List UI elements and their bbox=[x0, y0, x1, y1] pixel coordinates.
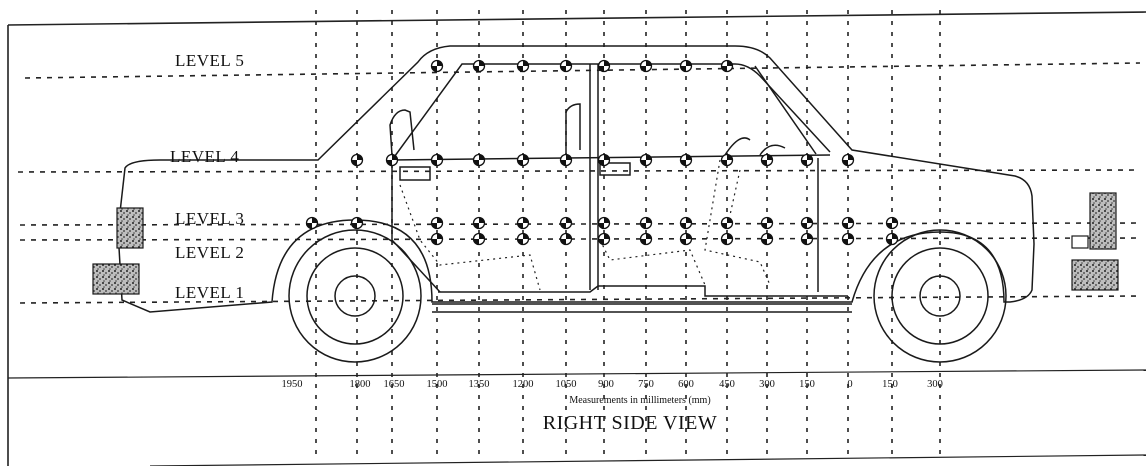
level-4-label: LEVEL 4 bbox=[170, 147, 239, 166]
sheet-border bbox=[7, 11, 1146, 467]
measurement-point-icon bbox=[800, 216, 814, 230]
tick-label: 600 bbox=[678, 379, 694, 390]
measurement-point-icon bbox=[720, 216, 734, 230]
tick-label: 0 bbox=[847, 379, 852, 390]
tick-label: 1050 bbox=[556, 379, 577, 390]
measurement-point-icon bbox=[679, 232, 693, 246]
measurement-point-icon bbox=[430, 232, 444, 246]
level-1-label: LEVEL 1 bbox=[175, 283, 244, 302]
measurement-point-icon bbox=[472, 232, 486, 246]
measurement-point-icon bbox=[472, 153, 486, 167]
guide-level-4 bbox=[17, 169, 1141, 173]
units-caption: Measurements in millimeters (mm) bbox=[569, 395, 710, 406]
vertical-guides bbox=[315, 10, 941, 460]
measurement-point-icon bbox=[639, 153, 653, 167]
sensor-box-icon bbox=[1071, 235, 1089, 249]
measurement-point-icon bbox=[720, 59, 734, 73]
tick-label: 1800 bbox=[350, 379, 371, 390]
level-3-label: LEVEL 3 bbox=[175, 209, 244, 228]
measurement-point-icon bbox=[720, 232, 734, 246]
front-wheel bbox=[873, 229, 1007, 363]
tick-label: 1200 bbox=[513, 379, 534, 390]
tick-label: 750 bbox=[638, 379, 654, 390]
tick-label: 900 bbox=[598, 379, 614, 390]
measurement-point-icon bbox=[800, 153, 814, 167]
tick-label: 150 bbox=[882, 379, 898, 390]
measurement-point-icon bbox=[559, 153, 573, 167]
measurement-point-icon bbox=[516, 232, 530, 246]
measurement-point-icon bbox=[385, 153, 399, 167]
sensor-box-icon bbox=[1089, 192, 1117, 250]
seat-outlines bbox=[399, 159, 771, 291]
measurement-point-icon bbox=[679, 153, 693, 167]
body-outline bbox=[117, 45, 1035, 313]
measurement-point-icon bbox=[760, 216, 774, 230]
sensor-box-icon bbox=[1071, 259, 1119, 291]
measurement-point-icon bbox=[841, 153, 855, 167]
measurement-point-icon bbox=[559, 59, 573, 73]
measurement-point-icon bbox=[760, 232, 774, 246]
measurement-points bbox=[305, 59, 899, 246]
tick-label: 300 bbox=[927, 379, 943, 390]
measurement-point-icon bbox=[841, 232, 855, 246]
measurement-point-icon bbox=[597, 216, 611, 230]
measurement-point-icon bbox=[639, 59, 653, 73]
tick-label: 450 bbox=[719, 379, 735, 390]
measurement-point-icon bbox=[800, 232, 814, 246]
car-body bbox=[117, 45, 1035, 313]
measurement-point-icon bbox=[430, 153, 444, 167]
measurement-point-icon bbox=[597, 232, 611, 246]
tick-label: 1500 bbox=[427, 379, 448, 390]
rear-seat-back bbox=[389, 109, 415, 156]
measurement-point-icon bbox=[597, 153, 611, 167]
measurement-point-icon bbox=[430, 59, 444, 73]
tick-label: 300 bbox=[759, 379, 775, 390]
measurement-point-icon bbox=[679, 216, 693, 230]
measurement-point-icon bbox=[885, 216, 899, 230]
level-2-label: LEVEL 2 bbox=[175, 243, 244, 262]
measurement-point-icon bbox=[350, 216, 364, 230]
measurement-point-icon bbox=[760, 153, 774, 167]
rocker bbox=[438, 285, 848, 297]
measurement-point-icon bbox=[841, 216, 855, 230]
measurement-point-icon bbox=[720, 153, 734, 167]
belt-line bbox=[391, 154, 831, 161]
measurement-point-icon bbox=[639, 216, 653, 230]
view-title: RIGHT SIDE VIEW bbox=[543, 412, 718, 434]
sensor-boxes bbox=[92, 192, 1119, 295]
measurement-point-icon bbox=[305, 216, 319, 230]
measurement-point-icon bbox=[472, 59, 486, 73]
level-guides bbox=[17, 62, 1141, 304]
measurement-point-icon bbox=[516, 216, 530, 230]
measurement-point-icon bbox=[516, 59, 530, 73]
measurement-point-icon bbox=[350, 153, 364, 167]
measurement-point-icon bbox=[639, 232, 653, 246]
measurement-point-icon bbox=[516, 153, 530, 167]
measurement-point-icon bbox=[559, 232, 573, 246]
tick-label: 1650 bbox=[384, 379, 405, 390]
tick-label: 1350 bbox=[469, 379, 490, 390]
tick-label: 1950 bbox=[282, 379, 303, 390]
measurement-point-icon bbox=[559, 216, 573, 230]
measurement-point-icon bbox=[885, 232, 899, 246]
rear-panel-box bbox=[399, 166, 431, 181]
sensor-box-icon bbox=[116, 207, 144, 249]
level-5-label: LEVEL 5 bbox=[175, 51, 244, 70]
tick-label: 150 bbox=[799, 379, 815, 390]
measurement-point-icon bbox=[679, 59, 693, 73]
measurement-point-icon bbox=[597, 59, 611, 73]
rear-wheel bbox=[288, 229, 422, 363]
sensor-box-icon bbox=[92, 263, 140, 295]
measurement-point-icon bbox=[430, 216, 444, 230]
measurement-point-icon bbox=[472, 216, 486, 230]
roof-inner bbox=[391, 63, 831, 161]
